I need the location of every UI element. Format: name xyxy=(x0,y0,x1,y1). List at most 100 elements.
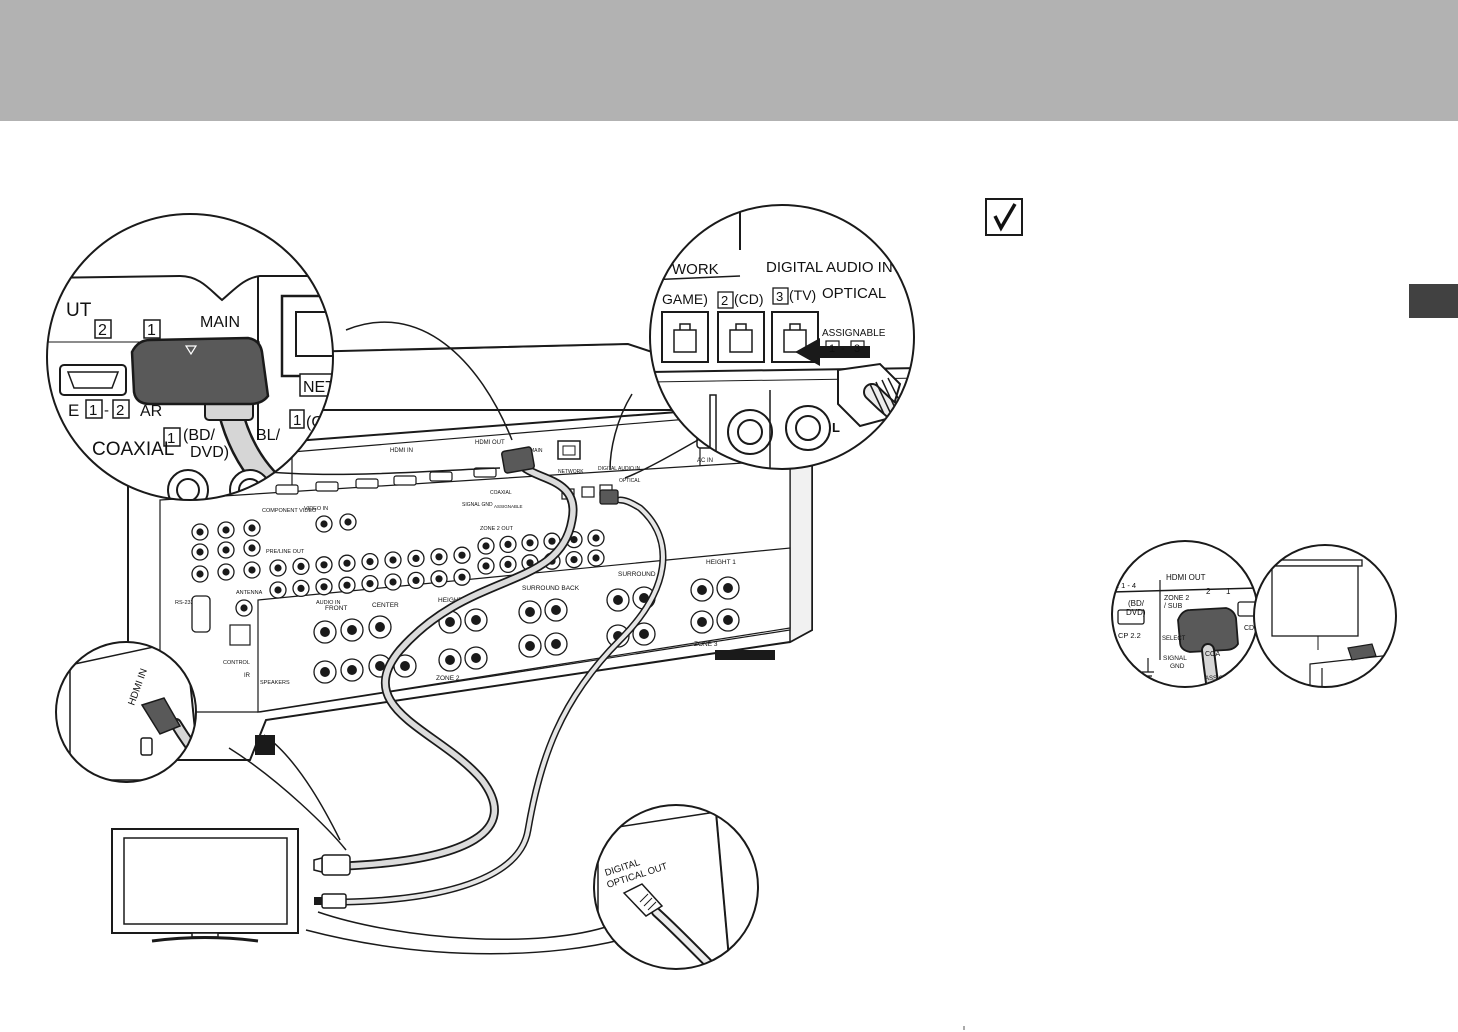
audio-in-label: AUDIO IN xyxy=(316,600,340,606)
rca-jack-pin xyxy=(639,593,649,603)
rca-jack-pin xyxy=(320,583,328,591)
zoom1-dvd-label: DVD) xyxy=(190,444,229,461)
zoom1-e-label: E xyxy=(68,401,79,420)
receiver-digital-audio-in-label: DIGITAL AUDIO IN xyxy=(598,466,641,472)
rca-jack-pin xyxy=(366,558,374,566)
front-speaker-label: FRONT xyxy=(325,605,347,612)
zoom-projector-screen xyxy=(1253,544,1397,688)
rca-jack-pin xyxy=(445,655,455,665)
zoom5-hdmi-out-label: HDMI OUT xyxy=(1166,573,1206,582)
rca-jack-pin xyxy=(435,553,443,561)
rca-jack-pin xyxy=(196,548,204,556)
preline-out-label: PRE/LINE OUT xyxy=(266,549,305,555)
rca-jack-pin xyxy=(526,559,534,567)
rca-jack-pin xyxy=(343,581,351,589)
rca-jack-pin xyxy=(347,625,357,635)
rca-jack-pin xyxy=(551,639,561,649)
zoom5-range-label: E 1 - 4 xyxy=(1114,581,1136,590)
zoom2-range1-label: 1 xyxy=(829,343,835,355)
zoom5-hdcp-label: CP 2.2 xyxy=(1118,631,1141,640)
zoom2-tv-label: (TV) xyxy=(789,287,816,303)
zoom5-dvd-label: DVD) xyxy=(1126,608,1146,617)
zoom1-netw-label: NETW xyxy=(303,379,351,396)
rca-jack-pin xyxy=(412,554,420,563)
rca-jack-pin xyxy=(343,559,351,567)
ac-in-label: AC IN xyxy=(697,458,713,464)
height2-speaker-label: HEIGHT 2 xyxy=(438,597,468,604)
receiver-hdmi-ports xyxy=(275,467,497,495)
rca-jack-pin xyxy=(471,653,481,663)
zone2-speaker-label: ZONE 2 xyxy=(436,675,460,682)
rca-jack-pin xyxy=(297,562,305,571)
zoom-pointer-lines xyxy=(228,321,713,955)
rca-jack-pin xyxy=(548,537,556,545)
antenna-label: ANTENNA xyxy=(236,590,263,596)
rca-jack-pin xyxy=(389,556,397,564)
receiver-signal-gnd-label: SIGNAL GND xyxy=(462,502,493,508)
rca-jack-pin xyxy=(375,622,385,632)
page-header-band xyxy=(0,0,1458,121)
surround-speaker-label: SURROUND xyxy=(618,571,656,578)
zoom-projector-hdmi-out: E 1 - 4 HDMI OUT (BD/ DVD) CP 2.2 ZONE 2… xyxy=(1111,540,1259,688)
rca-jack-pin xyxy=(723,615,733,625)
receiver-network-label: NETWORK xyxy=(558,469,584,475)
zoom2-tv-num: 3 xyxy=(776,289,783,304)
rca-jack-pin xyxy=(639,629,649,639)
rca-jack-pin xyxy=(320,561,328,569)
rca-jack-pin xyxy=(248,544,256,552)
zoom2-game-label: GAME) xyxy=(662,291,708,307)
push-arrow xyxy=(795,338,870,366)
zoom2-range-dash: - xyxy=(841,343,845,355)
zoom-digital-audio-in: WORK DIGITAL AUDIO IN GAME) 2 (CD) 3 (TV… xyxy=(649,204,915,470)
zoom5-bd-label: (BD/ xyxy=(1128,599,1145,608)
zoom5-sub-label: / SUB xyxy=(1164,603,1183,610)
zone2-out-label: ZONE 2 OUT xyxy=(480,526,514,532)
rca-jack-pin xyxy=(274,564,282,572)
rca-jack-pin xyxy=(248,524,256,532)
zoom2-channel-label: L xyxy=(832,420,840,435)
zoom1-ar-label: AR xyxy=(140,403,162,420)
zoom5-assign-label: ASSIGN xyxy=(1205,676,1228,682)
zoom2-digital-audio-in-label: DIGITAL AUDIO IN xyxy=(766,259,893,276)
rca-jack-pin xyxy=(504,540,512,549)
rca-jack-pin xyxy=(697,585,707,595)
rca-jack-pin xyxy=(366,580,374,588)
control-label: CONTROL xyxy=(223,660,250,666)
zoom5-zone2-label: ZONE 2 xyxy=(1164,595,1189,602)
section-tab-marker xyxy=(1409,284,1458,318)
rca-jack-pin xyxy=(592,534,600,542)
zoom5-coax-label: COA xyxy=(1205,651,1221,658)
zoom2-cd-label: (CD) xyxy=(734,291,764,307)
rca-jack-pin xyxy=(297,584,305,593)
receiver-panel-labels: COMPONENT VIDEO VIDEO IN PRE/LINE OUT AU… xyxy=(175,506,736,686)
zoom2-network-label: WORK xyxy=(672,261,719,278)
zoom1-main-label: MAIN xyxy=(200,314,240,331)
zoom5-cd-label: CD xyxy=(1244,625,1254,632)
rca-jack-pin xyxy=(320,667,330,677)
rca-jack-pin xyxy=(222,546,230,554)
zoom2-assignable-label: ASSIGNABLE xyxy=(822,328,886,339)
zoom1-range1-label: 1 xyxy=(89,402,97,419)
rca-jack-pin xyxy=(196,570,204,578)
rca-jack-pin xyxy=(320,627,330,637)
rca-jack-pin xyxy=(375,661,385,671)
zoom2-cd-num: 2 xyxy=(721,293,728,308)
zoom-tv-hdmi-in: HDMI IN xyxy=(55,641,197,783)
rca-jack-pin xyxy=(471,615,481,625)
ir-label: IR xyxy=(244,673,251,679)
zoom5-signal-label: SIGNAL xyxy=(1163,655,1187,662)
rca-jack-pin xyxy=(504,560,512,569)
rca-jack-pin xyxy=(248,566,256,574)
zoom-digital-optical-out: DIGITAL OPTICAL OUT xyxy=(593,804,759,970)
zoom5-gnd-label: GND xyxy=(1170,663,1185,670)
rca-jack-pin xyxy=(344,518,352,526)
rs232c-label: RS-232C xyxy=(175,600,198,606)
rca-jack-pin xyxy=(222,568,230,576)
rca-jack-pin xyxy=(320,520,328,528)
zone3-speaker-label: ZONE 3 xyxy=(694,641,718,648)
rca-jack-pin xyxy=(274,586,282,594)
rca-jack-pin xyxy=(723,583,733,593)
zoom5-num2-label: 2 xyxy=(1206,587,1211,596)
zoom1-coaxial-label: COAXIAL xyxy=(92,439,174,460)
